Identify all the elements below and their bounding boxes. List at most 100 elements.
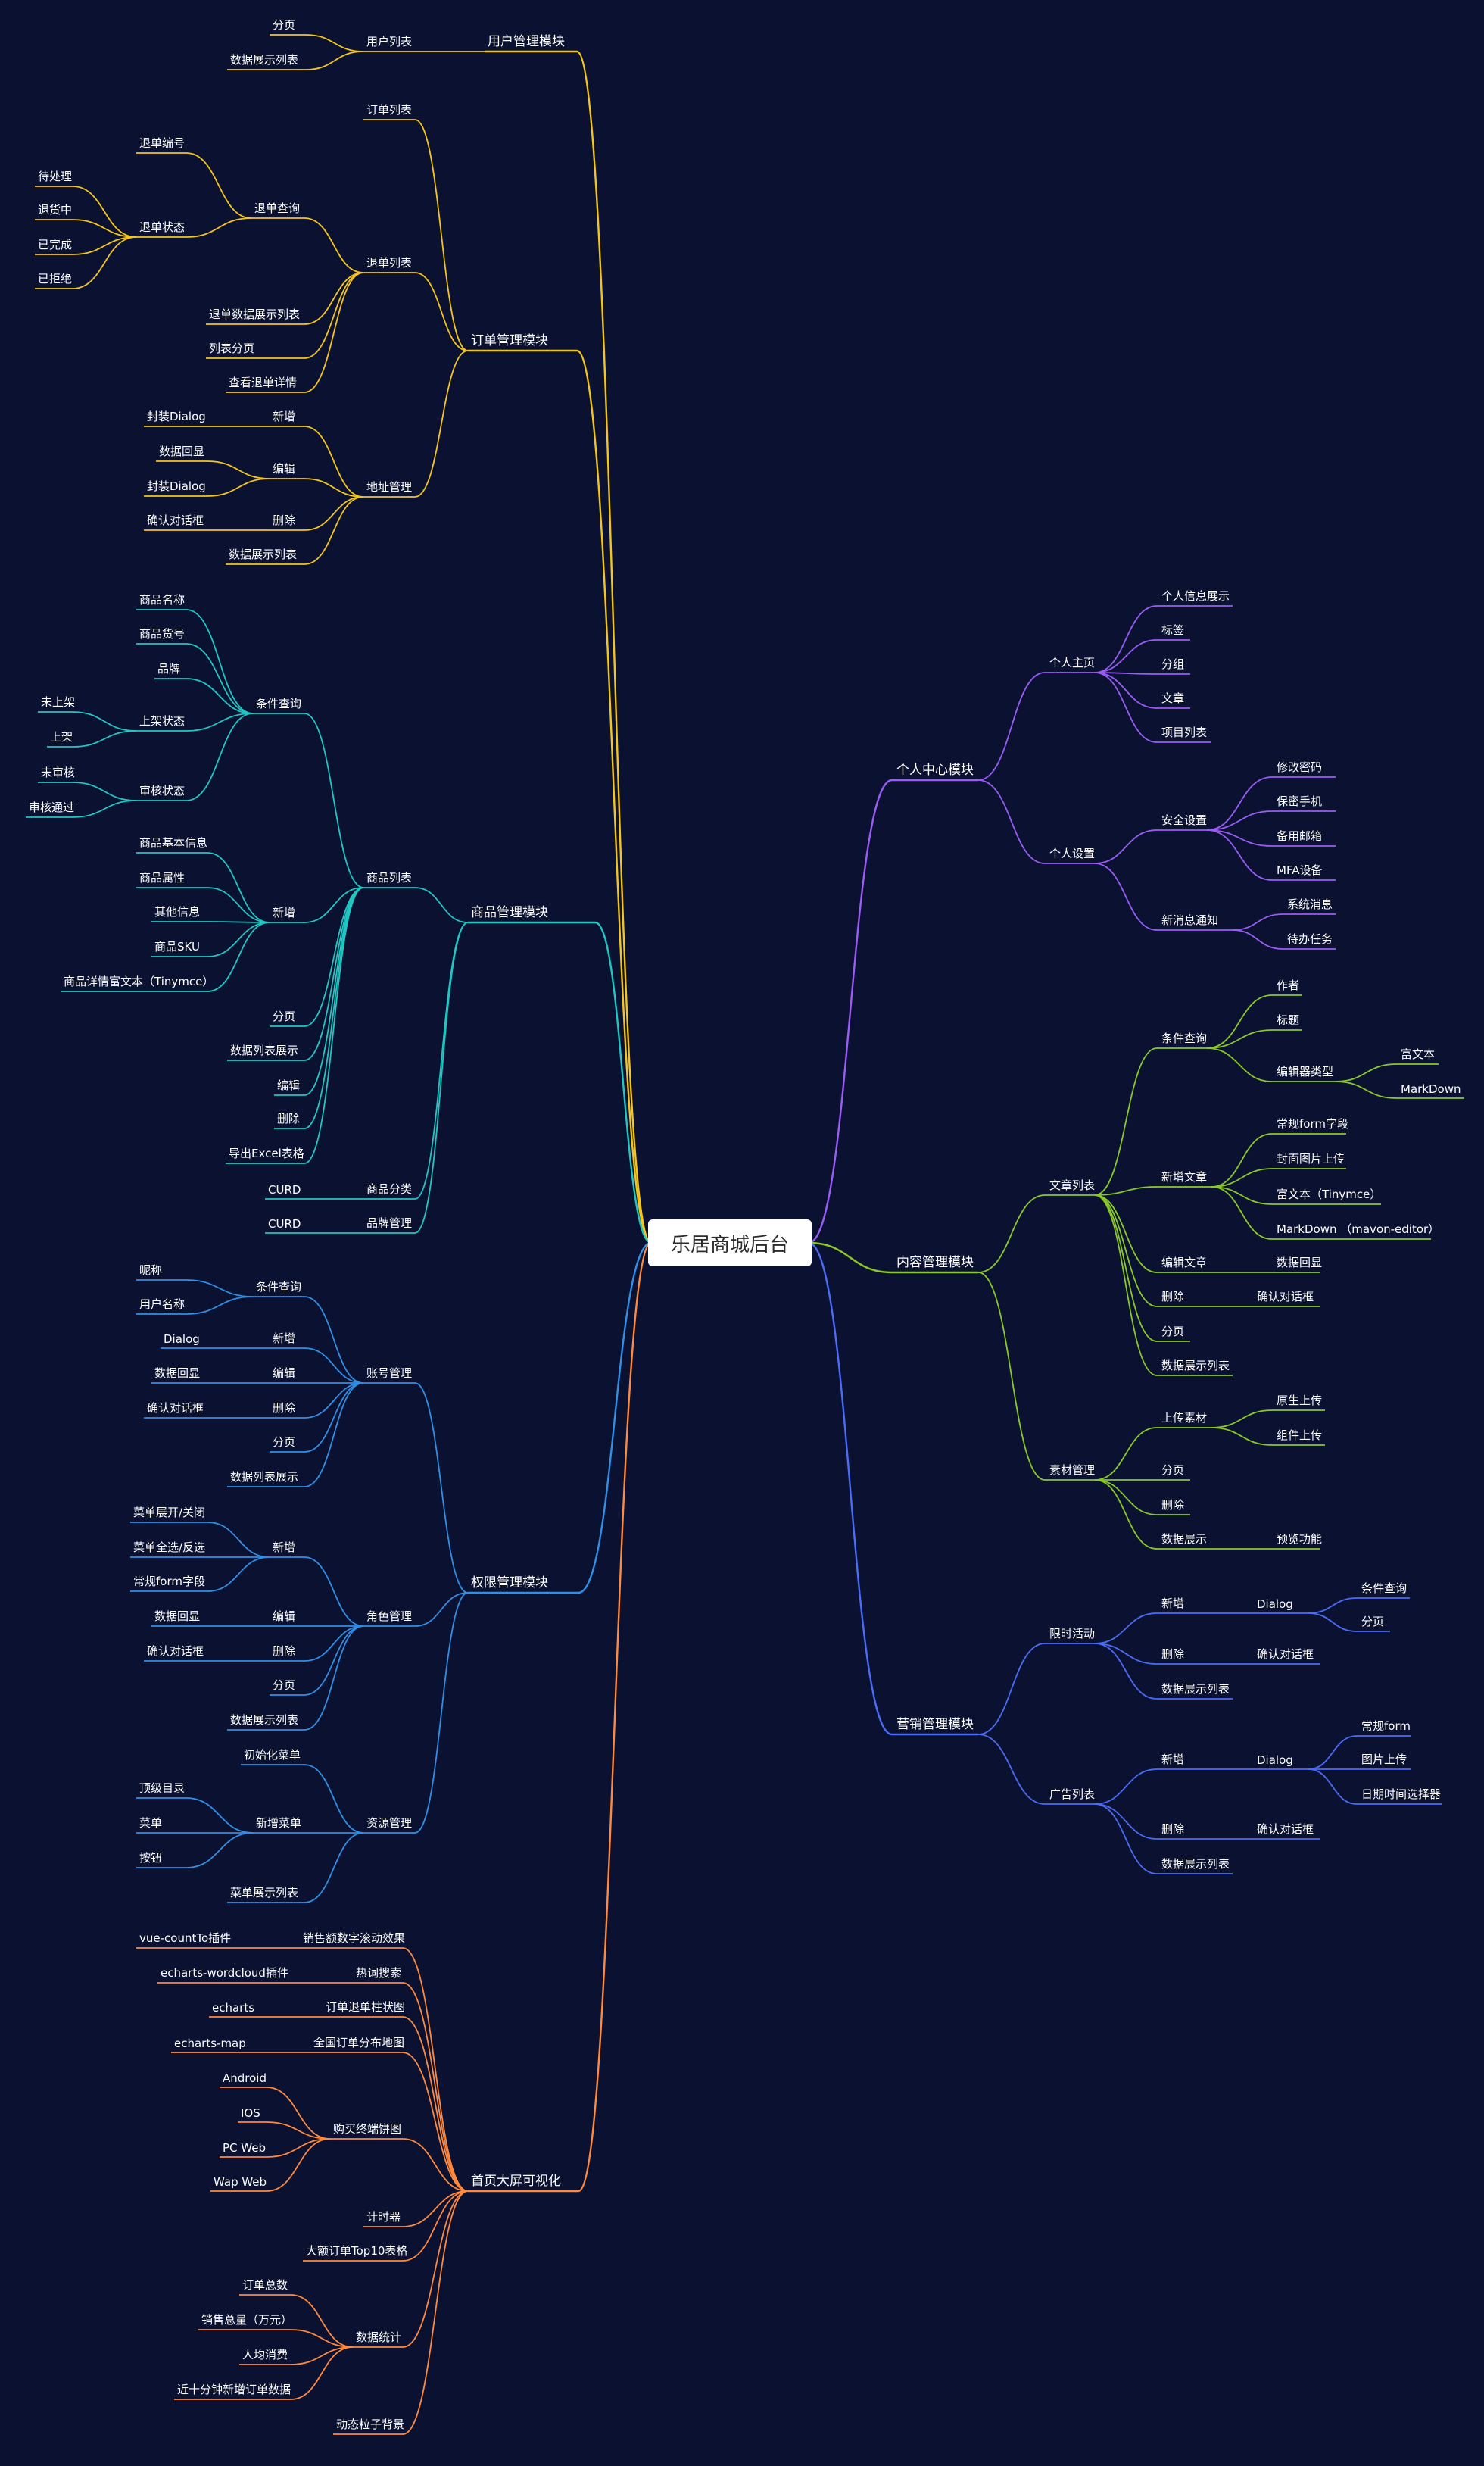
node-7-1-0[interactable]: 新增: [1161, 1753, 1185, 1766]
node-6-1-1[interactable]: 分页: [1161, 1463, 1185, 1477]
node-3-0-0[interactable]: 条件查询: [256, 1280, 302, 1294]
node-2-0-2[interactable]: 分页: [273, 1010, 296, 1023]
node-7[interactable]: 营销管理模块: [896, 1717, 974, 1732]
node-2-0-1-1[interactable]: 商品属性: [139, 871, 186, 885]
node-7-0-1-0[interactable]: 确认对话框: [1257, 1647, 1314, 1661]
node-2-0-0-0[interactable]: 商品名称: [139, 593, 186, 607]
node-6-0[interactable]: 文章列表: [1049, 1178, 1096, 1192]
node-1-1-0-1-2[interactable]: 已完成: [38, 238, 73, 251]
node-3-0-1-0[interactable]: Dialog: [164, 1332, 200, 1346]
node-2-0-0-3[interactable]: 上架状态: [139, 714, 186, 728]
node-7-0-0-0[interactable]: Dialog: [1257, 1597, 1293, 1611]
node-4-3[interactable]: 全国订单分布地图: [313, 2036, 405, 2049]
node-2-0-0-4-0[interactable]: 未审核: [41, 766, 76, 779]
node-7-0-2[interactable]: 数据展示列表: [1161, 1682, 1230, 1696]
node-5-0[interactable]: 个人主页: [1049, 656, 1096, 670]
node-1-2-0[interactable]: 新增: [273, 410, 296, 423]
node-3-0-4[interactable]: 分页: [273, 1435, 296, 1449]
node-6-1-0[interactable]: 上传素材: [1161, 1411, 1208, 1425]
node-7-1-0-0-0[interactable]: 常规form: [1361, 1719, 1411, 1733]
node-6-0-0-0[interactable]: 作者: [1277, 979, 1300, 992]
node-5-1-0-0[interactable]: 修改密码: [1277, 760, 1323, 774]
node-3-1-2-0[interactable]: 确认对话框: [147, 1644, 204, 1658]
node-7-1-2[interactable]: 数据展示列表: [1161, 1857, 1230, 1871]
node-6-0-0-2[interactable]: 编辑器类型: [1277, 1065, 1334, 1078]
node-2-1[interactable]: 商品分类: [366, 1182, 413, 1196]
node-4-6[interactable]: 大额订单Top10表格: [306, 2244, 408, 2258]
node-6-0-5[interactable]: 数据展示列表: [1161, 1359, 1230, 1372]
node-3-0-2-0[interactable]: 数据回显: [154, 1366, 201, 1380]
node-3-0-1[interactable]: 新增: [273, 1331, 296, 1345]
node-4-2-0[interactable]: echarts: [212, 2001, 255, 2015]
node-7-1-0-0-1[interactable]: 图片上传: [1361, 1753, 1408, 1766]
node-3-0-3[interactable]: 删除: [273, 1401, 296, 1415]
node-6-0-1-0[interactable]: 常规form字段: [1277, 1117, 1348, 1131]
node-7-1-0-0[interactable]: Dialog: [1257, 1753, 1293, 1767]
node-3-0-3-0[interactable]: 确认对话框: [147, 1401, 204, 1415]
node-3-0-2[interactable]: 编辑: [273, 1366, 296, 1380]
node-2-0-1-2[interactable]: 其他信息: [154, 905, 201, 919]
node-4-7-1[interactable]: 销售总量（万元）: [201, 2313, 293, 2327]
node-4-4[interactable]: 购买终端饼图: [333, 2122, 402, 2136]
node-3[interactable]: 权限管理模块: [471, 1575, 548, 1590]
node-7-0-0-0-1[interactable]: 分页: [1361, 1615, 1385, 1628]
node-2-0-0-3-1[interactable]: 上架: [50, 730, 73, 744]
node-1-1-0-1[interactable]: 退单状态: [139, 220, 186, 234]
node-6-0-0-2-0[interactable]: 富文本: [1401, 1047, 1436, 1061]
node-1-2-2[interactable]: 删除: [273, 513, 296, 527]
node-3-1-0[interactable]: 新增: [273, 1540, 296, 1554]
node-5-0-2[interactable]: 分组: [1161, 657, 1185, 671]
node-1-1-2[interactable]: 列表分页: [209, 342, 255, 355]
node-1-1-0-1-3[interactable]: 已拒绝: [38, 272, 73, 286]
node-6-1-0-1[interactable]: 组件上传: [1277, 1428, 1323, 1442]
node-3-0[interactable]: 账号管理: [366, 1366, 413, 1380]
node-1-1[interactable]: 退单列表: [366, 256, 413, 270]
root-node[interactable]: 乐居商城后台: [648, 1219, 812, 1266]
node-4-7-2[interactable]: 人均消费: [242, 2348, 288, 2361]
node-3-1-0-1[interactable]: 菜单全选/反选: [133, 1540, 206, 1554]
node-5-1-0-1[interactable]: 保密手机: [1277, 794, 1323, 808]
node-2-0-0-1[interactable]: 商品货号: [139, 627, 186, 641]
node-6-0-1-3[interactable]: MarkDown （mavon-editor）: [1277, 1222, 1440, 1236]
node-2-1-0[interactable]: CURD: [268, 1183, 301, 1197]
node-5-1-1-0[interactable]: 系统消息: [1287, 897, 1333, 911]
node-5-0-4[interactable]: 项目列表: [1161, 726, 1208, 739]
node-2-0-5[interactable]: 删除: [277, 1112, 301, 1125]
node-6-0-0-2-1[interactable]: MarkDown: [1401, 1082, 1461, 1096]
node-4-3-0[interactable]: echarts-map: [174, 2037, 246, 2050]
node-4-4-2[interactable]: PC Web: [223, 2141, 266, 2155]
node-5[interactable]: 个人中心模块: [896, 763, 974, 778]
node-6-0-1-1[interactable]: 封面图片上传: [1277, 1152, 1345, 1166]
node-2-0-1-0[interactable]: 商品基本信息: [139, 836, 208, 850]
node-6-0-4[interactable]: 分页: [1161, 1325, 1185, 1338]
node-1-2-1-0[interactable]: 数据回显: [159, 445, 205, 458]
node-2-0-1[interactable]: 新增: [273, 906, 296, 919]
node-4-8[interactable]: 动态粒子背景: [336, 2418, 405, 2431]
node-6-0-1-2[interactable]: 富文本（Tinymce）: [1277, 1188, 1382, 1201]
node-2-0-0-3-0[interactable]: 未上架: [41, 695, 76, 709]
node-4-4-1[interactable]: IOS: [241, 2106, 260, 2120]
node-3-2[interactable]: 资源管理: [366, 1816, 413, 1830]
node-6-1-3[interactable]: 数据展示: [1161, 1532, 1208, 1546]
node-5-1-1[interactable]: 新消息通知: [1161, 913, 1219, 927]
node-2-0-1-3[interactable]: 商品SKU: [154, 940, 200, 954]
node-4-7[interactable]: 数据统计: [356, 2330, 402, 2344]
node-5-0-0[interactable]: 个人信息展示: [1161, 589, 1230, 603]
node-0-0[interactable]: 用户列表: [366, 35, 413, 48]
node-3-2-1-0[interactable]: 顶级目录: [139, 1781, 186, 1795]
node-3-1-2[interactable]: 删除: [273, 1644, 296, 1658]
node-6-1-0-0[interactable]: 原生上传: [1277, 1394, 1323, 1407]
node-7-1-0-0-2[interactable]: 日期时间选择器: [1361, 1787, 1442, 1801]
node-4-7-0[interactable]: 订单总数: [242, 2278, 288, 2292]
node-2-0-3[interactable]: 数据列表展示: [230, 1044, 299, 1057]
node-2-0[interactable]: 商品列表: [366, 871, 413, 885]
node-2-2-0[interactable]: CURD: [268, 1217, 301, 1231]
node-5-0-3[interactable]: 文章: [1161, 691, 1185, 705]
node-6-0-0-1[interactable]: 标题: [1277, 1013, 1300, 1027]
node-7-1[interactable]: 广告列表: [1049, 1787, 1096, 1801]
node-4-5[interactable]: 计时器: [366, 2210, 401, 2224]
node-1-0[interactable]: 订单列表: [366, 103, 413, 117]
node-1-2-0-0[interactable]: 封装Dialog: [147, 410, 206, 423]
node-0[interactable]: 用户管理模块: [488, 34, 565, 49]
node-0-0-0[interactable]: 分页: [273, 18, 296, 32]
